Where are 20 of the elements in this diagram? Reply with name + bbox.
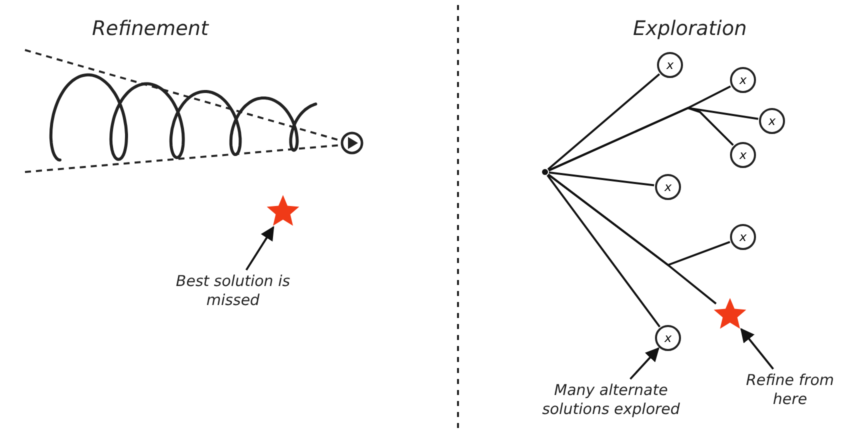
- branch-line: [548, 172, 654, 186]
- solution-circle: x: [730, 142, 756, 168]
- solution-circle: x: [730, 224, 756, 250]
- solution-circle: x: [655, 325, 681, 351]
- branch-line: [548, 174, 717, 304]
- panel-heading: Refinement: [92, 16, 208, 40]
- panel-heading: Exploration: [633, 16, 747, 40]
- branch-line: [546, 174, 660, 328]
- solution-circle: x: [657, 52, 683, 78]
- branch-point: [542, 169, 548, 175]
- solution-circle: x: [730, 67, 756, 93]
- annotation-text: Refine from here: [745, 369, 835, 411]
- branch-line: [547, 73, 660, 170]
- arrow: [630, 347, 660, 380]
- arrow: [740, 328, 774, 370]
- solution-circle: x: [759, 108, 785, 134]
- solution-circle: x: [655, 174, 681, 200]
- arrow: [245, 226, 274, 271]
- annotation-text: Many alternate solutions explored: [521, 379, 701, 421]
- annotation-text: Best solution is missed: [158, 270, 308, 312]
